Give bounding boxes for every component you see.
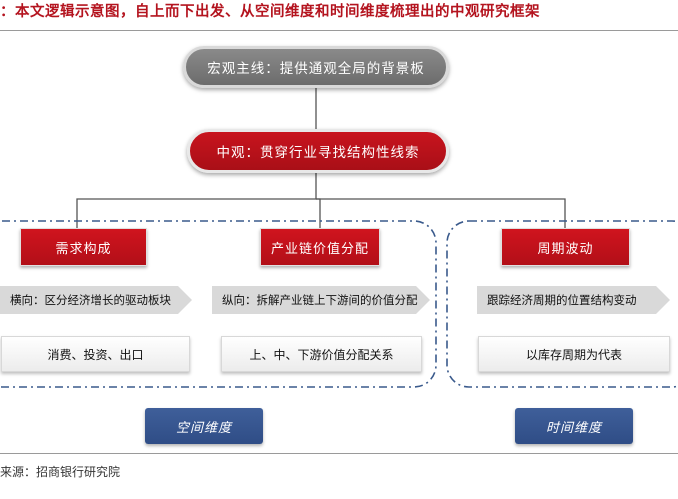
meso-node: 中观：贯穿行业寻找结构性线索 bbox=[187, 129, 449, 173]
connector-meso-demand bbox=[76, 173, 317, 228]
cycle-detail-box: 以库存周期为代表 bbox=[478, 336, 670, 372]
figure-title: ：本文逻辑示意图，自上而下出发、从空间维度和时间维度梳理出的中观研究框架 bbox=[0, 4, 540, 20]
footer-divider bbox=[0, 453, 678, 454]
demand-composition-node: 需求构成 bbox=[20, 228, 147, 266]
demand-detail-box: 消费、投资、出口 bbox=[1, 336, 190, 372]
connector-meso-cycle bbox=[316, 198, 566, 228]
cycle-fluctuation-node: 周期波动 bbox=[501, 228, 630, 266]
macro-node: 宏观主线：提供通观全局的背景板 bbox=[183, 46, 449, 88]
title-divider bbox=[0, 30, 678, 31]
value-chain-node: 产业链价值分配 bbox=[260, 228, 380, 266]
space-dimension-frame bbox=[0, 220, 437, 388]
time-dimension-label: 时间维度 bbox=[515, 408, 633, 444]
value-chain-arrow-label: 纵向：拆解产业链上下游间的价值分配 bbox=[212, 286, 430, 314]
value-chain-detail-box: 上、中、下游价值分配关系 bbox=[221, 336, 422, 372]
space-dimension-label: 空间维度 bbox=[145, 408, 263, 444]
demand-arrow-label: 横向：区分经济增长的驱动板块 bbox=[0, 286, 192, 314]
cycle-arrow-label: 跟踪经济周期的位置结构变动 bbox=[477, 286, 670, 314]
connector-meso-chain bbox=[316, 198, 321, 228]
source-note: 来源：招商银行研究院 bbox=[0, 465, 121, 479]
